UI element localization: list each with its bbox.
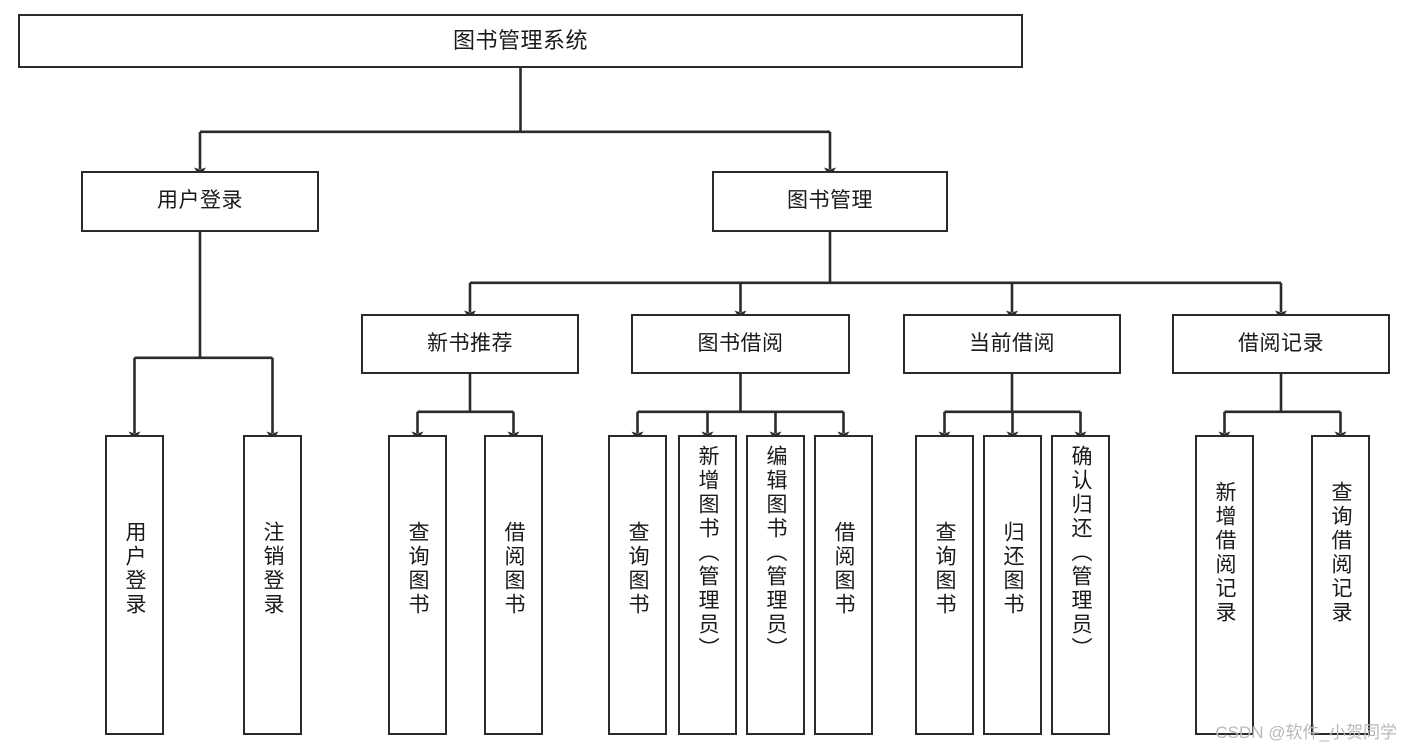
node-label: 注销登录 xyxy=(261,521,284,617)
node-label: 当前借阅 xyxy=(969,331,1055,355)
node-leaf-return[interactable]: 归还图书 xyxy=(983,435,1042,735)
node-leaf-borrow-2[interactable]: 借阅图书 xyxy=(814,435,873,735)
node-leaf-confirm[interactable]: 确认归还（管理员） xyxy=(1051,435,1110,735)
node-leaf-query-3[interactable]: 查询图书 xyxy=(915,435,974,735)
node-label: 新增图书（管理员） xyxy=(696,445,719,661)
node-book-manage[interactable]: 图书管理 xyxy=(712,171,948,232)
node-label: 借阅记录 xyxy=(1238,331,1324,355)
node-leaf-query-1[interactable]: 查询图书 xyxy=(388,435,447,735)
node-root[interactable]: 图书管理系统 xyxy=(18,14,1023,68)
node-current-borrow[interactable]: 当前借阅 xyxy=(903,314,1121,374)
node-label: 编辑图书（管理员） xyxy=(764,445,787,661)
node-label: 查询图书 xyxy=(406,521,429,617)
node-label: 用户登录 xyxy=(157,189,243,213)
node-book-borrow[interactable]: 图书借阅 xyxy=(631,314,850,374)
node-leaf-query-rec[interactable]: 查询借阅记录 xyxy=(1311,435,1370,735)
node-label: 新增借阅记录 xyxy=(1213,481,1236,625)
node-label: 归还图书 xyxy=(1001,521,1024,617)
node-leaf-edit-book[interactable]: 编辑图书（管理员） xyxy=(746,435,805,735)
node-new-book-rec[interactable]: 新书推荐 xyxy=(361,314,579,374)
node-label: 确认归还（管理员） xyxy=(1069,445,1092,661)
node-label: 用户登录 xyxy=(123,521,146,617)
node-leaf-add-record[interactable]: 新增借阅记录 xyxy=(1195,435,1254,735)
node-label: 借阅图书 xyxy=(502,521,525,617)
node-label: 图书借阅 xyxy=(697,331,784,355)
node-label: 图书管理 xyxy=(787,189,873,213)
node-label: 查询图书 xyxy=(933,521,956,617)
node-leaf-borrow-1[interactable]: 借阅图书 xyxy=(484,435,543,735)
node-borrow-record[interactable]: 借阅记录 xyxy=(1172,314,1390,374)
node-leaf-add-book[interactable]: 新增图书（管理员） xyxy=(678,435,737,735)
node-label: 查询借阅记录 xyxy=(1329,481,1352,625)
node-label: 新书推荐 xyxy=(427,331,513,355)
node-leaf-logout[interactable]: 注销登录 xyxy=(243,435,302,735)
node-label: 查询图书 xyxy=(626,521,649,617)
node-leaf-user-login[interactable]: 用户登录 xyxy=(105,435,164,735)
node-leaf-query-2[interactable]: 查询图书 xyxy=(608,435,667,735)
node-label: 图书管理系统 xyxy=(452,28,588,54)
node-user-login[interactable]: 用户登录 xyxy=(81,171,319,232)
node-label: 借阅图书 xyxy=(832,521,855,617)
